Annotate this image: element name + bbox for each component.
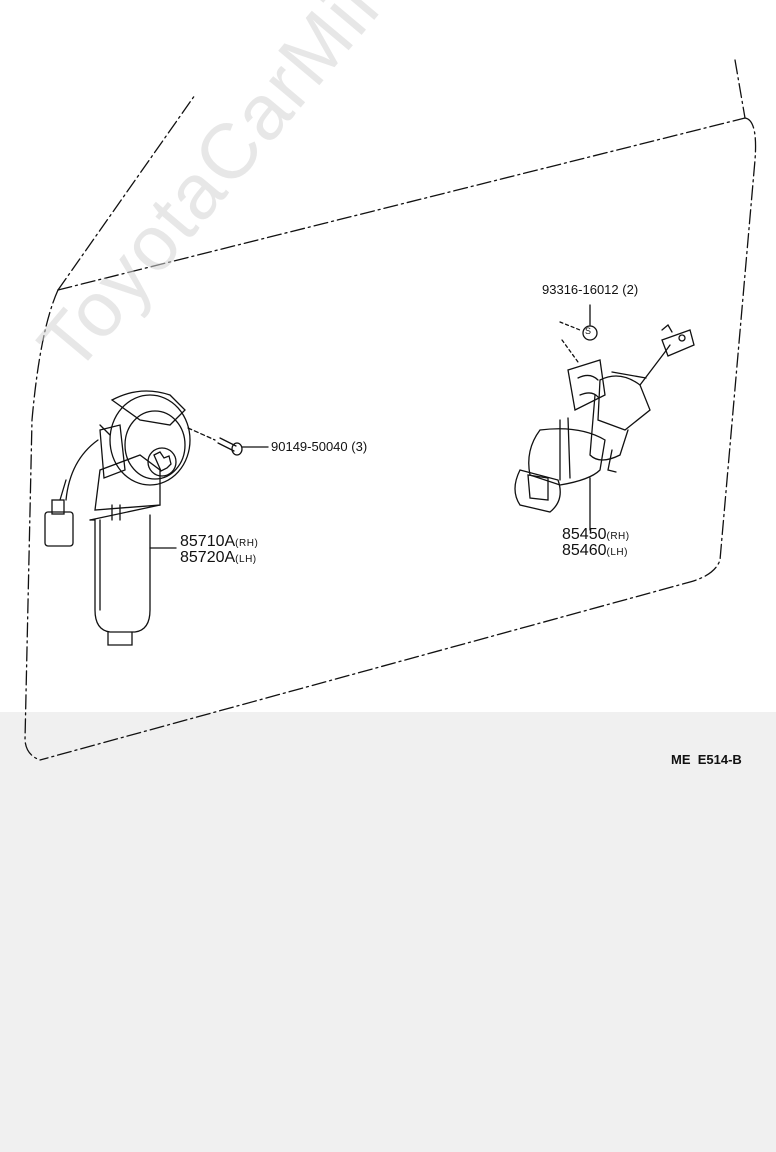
seal-qty: (2)	[622, 282, 639, 297]
actuator-lh-suffix: (LH)	[606, 547, 628, 558]
seal-symbol: S	[585, 326, 592, 336]
actuator-lh-label: 85460(LH)	[562, 542, 628, 560]
motor-rh-number: 85710A	[180, 533, 236, 550]
screw-illustration	[187, 427, 269, 456]
actuator-lh-number: 85460	[562, 542, 607, 559]
window-motor-illustration	[44, 390, 191, 646]
screw-qty: (3)	[351, 439, 368, 454]
screw-part-label: 90149-50040 (3)	[271, 439, 367, 454]
motor-rh-suffix: (RH)	[235, 538, 259, 549]
seal-illustration	[559, 304, 598, 363]
lock-actuator-illustration	[514, 324, 695, 531]
actuator-rh-number: 85450	[562, 526, 607, 543]
actuator-rh-suffix: (RH)	[606, 531, 630, 542]
motor-lh-label: 85720A(LH)	[180, 549, 257, 567]
motor-rh-label: 85710A(RH)	[180, 533, 258, 551]
screw-part-number: 90149-50040	[271, 439, 348, 454]
seal-part-number: 93316-16012	[542, 282, 619, 297]
motor-lh-suffix: (LH)	[235, 554, 257, 565]
diagram-code: ME E514-B	[671, 752, 742, 767]
actuator-rh-label: 85450(RH)	[562, 526, 630, 544]
motor-lh-number: 85720A	[180, 549, 236, 566]
door-outline	[24, 59, 757, 761]
seal-part-label: 93316-16012 (2)	[542, 282, 638, 297]
